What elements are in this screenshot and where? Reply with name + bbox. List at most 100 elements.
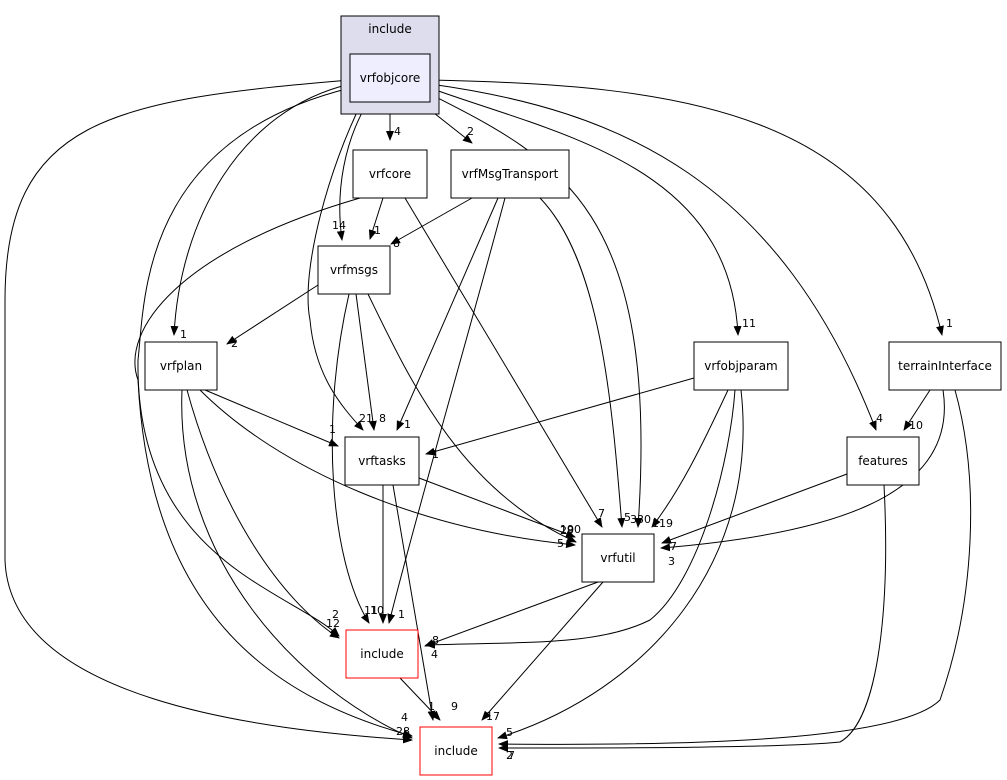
node-label-vrfutil: vrfutil bbox=[600, 551, 635, 565]
node-box-vrfcore bbox=[352, 149, 428, 199]
edge-label-vrfobjcore-to-include_mid: 12 bbox=[326, 617, 340, 630]
node-label-terrainInterface: terrainInterface bbox=[898, 359, 992, 373]
edge-vrfutil-to-include_mid[interactable] bbox=[424, 581, 599, 647]
edge-terrainInterface-to-include_bottom[interactable] bbox=[498, 389, 972, 749]
edge-vrfobjcore-to-vrfobjparam[interactable] bbox=[429, 87, 742, 336]
node-label-vrfcore: vrfcore bbox=[369, 167, 411, 181]
edge-vrfobjcore-to-vrfutil[interactable] bbox=[429, 93, 643, 528]
edge-label-vrfobjcore-to-vrftasks: 21 bbox=[359, 412, 373, 425]
edge-label-features-to-include_bottom: 2 bbox=[506, 749, 513, 762]
edge-vrfmsgs-to-vrftasks[interactable] bbox=[355, 293, 377, 431]
edge-label-vrftasks-to-vrfutil: 29 bbox=[560, 524, 574, 537]
edge-vrftasks-to-include_bottom[interactable] bbox=[392, 484, 436, 721]
edge-label-vrfobjcore-to-vrfutil: 330 bbox=[630, 513, 651, 526]
node-label-vrfmsgs: vrfmsgs bbox=[330, 263, 378, 277]
edge-label-include_mid-to-include_bottom: 1 bbox=[428, 700, 435, 713]
edge-terrainInterface-to-features[interactable] bbox=[903, 389, 931, 431]
edge-label-vrfobjparam-to-vrfutil: 119 bbox=[652, 517, 673, 530]
node-box-vrfobjparam bbox=[693, 341, 789, 391]
edge-vrfmsgs-to-include_mid[interactable] bbox=[331, 293, 370, 624]
edge-vrfobjcore-to-vrfmsgs[interactable] bbox=[336, 101, 369, 241]
edge-vrfMsgTransport-to-include_mid[interactable] bbox=[387, 197, 506, 624]
edge-vrftasks-to-vrfutil[interactable] bbox=[418, 477, 576, 538]
edge-label-vrfobjcore-to-include_bottom: 28 bbox=[396, 725, 410, 738]
edge-label-vrfMsgTransport-to-include_mid: 1 bbox=[398, 608, 405, 621]
nodes-layer: vrfobjcore vrfcore vrfMsgTransport vrfmsgs v… bbox=[144, 53, 1002, 776]
edge-vrfobjcore-to-vrftasks[interactable] bbox=[307, 101, 364, 431]
edge-label-vrfobjcore-to-vrfMsgTransport: 2 bbox=[467, 125, 474, 138]
edge-label-vrftasks-to-include_mid: 10 bbox=[370, 604, 384, 617]
edge-vrfobjparam-to-include_mid[interactable] bbox=[425, 389, 736, 649]
edge-label-vrfobjcore-to-vrfcore: 4 bbox=[394, 125, 401, 138]
edge-label-vrfobjparam-to-include_mid: 8 bbox=[432, 634, 439, 647]
node-box-vrfplan bbox=[144, 341, 218, 391]
edge-vrfmsgs-to-vrfutil[interactable] bbox=[367, 293, 577, 543]
node-label-vrfobjparam: vrfobjparam bbox=[704, 359, 778, 373]
node-label-include_bottom: include bbox=[434, 744, 477, 758]
edge-label-vrfplan-to-vrftasks: 1 bbox=[329, 423, 336, 436]
node-include_mid[interactable]: include bbox=[345, 629, 419, 679]
edge-vrfobjparam-to-include_bottom[interactable] bbox=[497, 389, 744, 740]
node-vrfmsgs[interactable]: vrfmsgs bbox=[317, 245, 391, 295]
node-vrfobjparam[interactable]: vrfobjparam bbox=[693, 341, 789, 391]
edge-label-vrfmsgs-to-vrftasks: 8 bbox=[379, 412, 386, 425]
edge-label-terrainInterface-to-features: 10 bbox=[909, 419, 923, 432]
node-include_bottom[interactable]: include bbox=[419, 726, 493, 776]
edge-vrfutil-to-include_bottom[interactable] bbox=[481, 581, 604, 721]
edge-features-to-vrfutil[interactable] bbox=[661, 473, 848, 544]
edge-label-vrfplan-to-include_mid: 2 bbox=[332, 608, 339, 621]
edge-vrfcore-to-vrfmsgs[interactable] bbox=[368, 197, 384, 240]
edge-features-to-include_bottom[interactable] bbox=[498, 484, 887, 752]
edge-vrfobjcore-to-terrainInterface[interactable] bbox=[429, 79, 944, 336]
node-label-vrftasks: vrftasks bbox=[358, 454, 406, 468]
node-box-vrfobjcore bbox=[349, 53, 431, 103]
edge-include_mid-to-include_bottom[interactable] bbox=[399, 677, 441, 721]
edge-label-vrfobjparam-to-include_bottom: 5 bbox=[506, 726, 513, 739]
edge-vrfobjcore-to-include_mid[interactable] bbox=[137, 87, 351, 637]
edge-label-vrfplan-to-vrfutil: 5 bbox=[557, 537, 564, 550]
edge-label-vrfobjcore-to-vrfplan: 1 bbox=[180, 328, 187, 341]
edge-terrainInterface-to-vrfutil[interactable] bbox=[660, 389, 945, 552]
node-box-vrftasks bbox=[344, 436, 420, 486]
edges-layer bbox=[4, 79, 972, 752]
edge-vrfobjparam-to-vrfutil[interactable] bbox=[651, 389, 729, 528]
edge-vrfplan-to-vrfutil[interactable] bbox=[199, 389, 576, 549]
node-box-vrfMsgTransport bbox=[450, 149, 570, 199]
edge-vrfMsgTransport-to-vrfutil[interactable] bbox=[539, 197, 626, 528]
node-label-vrfMsgTransport: vrfMsgTransport bbox=[462, 167, 559, 181]
node-features[interactable]: features bbox=[846, 436, 920, 486]
edge-vrfobjcore-to-features[interactable] bbox=[429, 83, 877, 431]
edge-label-vrfMsgTransport-to-vrfmsgs: 8 bbox=[393, 237, 400, 250]
edge-label-terrainInterface-to-vrfutil: 3 bbox=[668, 555, 675, 568]
node-label-vrfobjcore: vrfobjcore bbox=[360, 71, 421, 85]
edge-label-vrfobjcore-to-vrfobjparam: 11 bbox=[742, 317, 756, 330]
edge-vrfplan-to-include_mid[interactable] bbox=[186, 389, 340, 639]
edge-vrfplan-to-include_bottom[interactable] bbox=[181, 389, 413, 739]
edge-vrfplan-to-vrftasks[interactable] bbox=[204, 389, 339, 447]
edge-label-vrfutil-to-include_bottom: 17 bbox=[486, 710, 500, 723]
node-terrainInterface[interactable]: terrainInterface bbox=[888, 341, 1002, 391]
node-vrfutil[interactable]: vrfutil bbox=[581, 533, 655, 583]
edge-label-vrfcore-to-vrfmsgs: 1 bbox=[374, 224, 381, 237]
node-vrfplan[interactable]: vrfplan bbox=[144, 341, 218, 391]
edge-vrfMsgTransport-to-vrftasks[interactable] bbox=[396, 197, 499, 431]
cluster-label: include bbox=[368, 22, 411, 36]
edge-label-vrfplan-to-include_bottom: 4 bbox=[401, 711, 408, 724]
node-vrftasks[interactable]: vrftasks bbox=[344, 436, 420, 486]
node-vrfMsgTransport[interactable]: vrfMsgTransport bbox=[450, 149, 570, 199]
edge-label-terrainInterface-to-include_bottom: 7 bbox=[508, 749, 515, 762]
edge-label-vrfobjcore-to-terrainInterface: 1 bbox=[946, 317, 953, 330]
edge-vrfobjcore-to-vrfplan[interactable] bbox=[170, 83, 351, 336]
edge-label-vrftasks-to-include_bottom: 9 bbox=[451, 700, 458, 713]
edge-vrfcore-to-vrfutil[interactable] bbox=[404, 197, 603, 528]
edge-vrfobjcore-to-include_bottom[interactable] bbox=[4, 79, 413, 744]
edge-vrfmsgs-to-vrfplan[interactable] bbox=[226, 284, 319, 345]
node-label-vrfplan: vrfplan bbox=[160, 359, 202, 373]
edge-vrfobjparam-to-vrftasks[interactable] bbox=[425, 377, 695, 456]
edge-vrfMsgTransport-to-vrfmsgs[interactable] bbox=[390, 197, 473, 245]
node-vrfcore[interactable]: vrfcore bbox=[352, 149, 428, 199]
edge-vrfcore-to-include_bottom[interactable] bbox=[134, 197, 413, 738]
node-vrfobjcore[interactable]: vrfobjcore bbox=[349, 53, 431, 103]
edge-label-vrfmsgs-to-vrfutil: 190 bbox=[560, 523, 581, 536]
